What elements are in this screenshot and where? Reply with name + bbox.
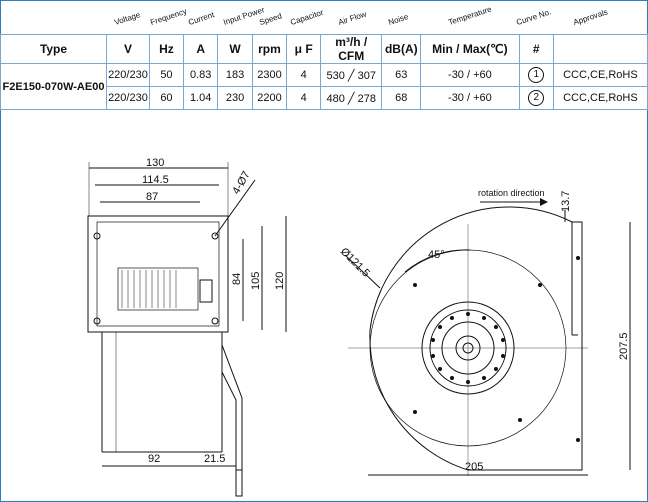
mount-hole — [93, 232, 101, 240]
cell-freq: 50 — [148, 63, 185, 87]
unit-approvals — [552, 34, 648, 64]
dim-21-5: 21.5 — [204, 453, 225, 465]
unit-uf: μ F — [286, 34, 322, 64]
dim-130: 130 — [146, 157, 164, 169]
unit-temp: Min / Max(℃) — [420, 34, 520, 64]
unit-rpm: rpm — [251, 34, 288, 64]
unit-v: V — [106, 34, 150, 64]
dim-105: 105 — [250, 272, 262, 290]
dim-114-5: 114.5 — [142, 174, 169, 186]
cell-voltage: 220/230 — [106, 86, 150, 110]
dim-84: 84 — [231, 273, 243, 285]
cell-speed: 2300 — [251, 63, 288, 87]
cell-freq: 60 — [148, 86, 185, 110]
cell-noise: 63 — [381, 63, 422, 87]
dim-45-deg: 45° — [428, 249, 445, 261]
cell-current: 0.83 — [182, 63, 219, 87]
cell-curve: 1 — [518, 63, 554, 87]
cell-curve: 2 — [518, 86, 554, 110]
dim-207-5: 207.5 — [618, 332, 630, 360]
cell-temp: -30 / +60 — [420, 86, 520, 110]
dim-92: 92 — [148, 453, 160, 465]
curve-number: 1 — [528, 67, 545, 83]
rotation-direction-label: rotation direction — [478, 188, 545, 198]
flange-outline — [87, 215, 229, 333]
mount-hole — [211, 232, 219, 240]
cell-approvals: CCC,CE,RoHS — [552, 86, 648, 110]
unit-a: A — [182, 34, 219, 64]
unit-w: W — [217, 34, 253, 64]
dim-87: 87 — [146, 191, 158, 203]
dim-205: 205 — [465, 461, 483, 473]
cell-power: 230 — [217, 86, 253, 110]
model-name: F2E150-070W-AE00 — [0, 63, 107, 110]
cell-temp: -30 / +60 — [420, 63, 520, 87]
dim-phi121-5: Ø121.5 — [338, 246, 372, 280]
dim-4-phi7: 4-Ø7 — [230, 169, 253, 196]
mount-hole — [93, 317, 101, 325]
mount-hole — [211, 317, 219, 325]
units-row: Type V Hz A W rpm μ F m³/h / CFM dB(A) M… — [0, 34, 648, 64]
cell-power: 183 — [217, 63, 253, 87]
table-row: 220/230 60 1.04 230 2200 4 480 ╱ 278 68 … — [1, 86, 648, 110]
dim-120: 120 — [274, 272, 286, 290]
dim-13-7: 13.7 — [560, 191, 572, 212]
unit-airflow: m³/h / CFM — [320, 34, 383, 64]
cell-current: 1.04 — [182, 86, 219, 110]
cell-noise: 68 — [381, 86, 422, 110]
cell-approvals: CCC,CE,RoHS — [552, 63, 648, 87]
table-row: F2E150-070W-AE00 220/230 50 0.83 183 230… — [0, 63, 648, 110]
spec-table: Type V Hz A W rpm μ F m³/h / CFM dB(A) M… — [0, 34, 648, 110]
curve-number: 2 — [528, 90, 545, 106]
cell-airflow: 480 ╱ 278 — [320, 86, 383, 110]
